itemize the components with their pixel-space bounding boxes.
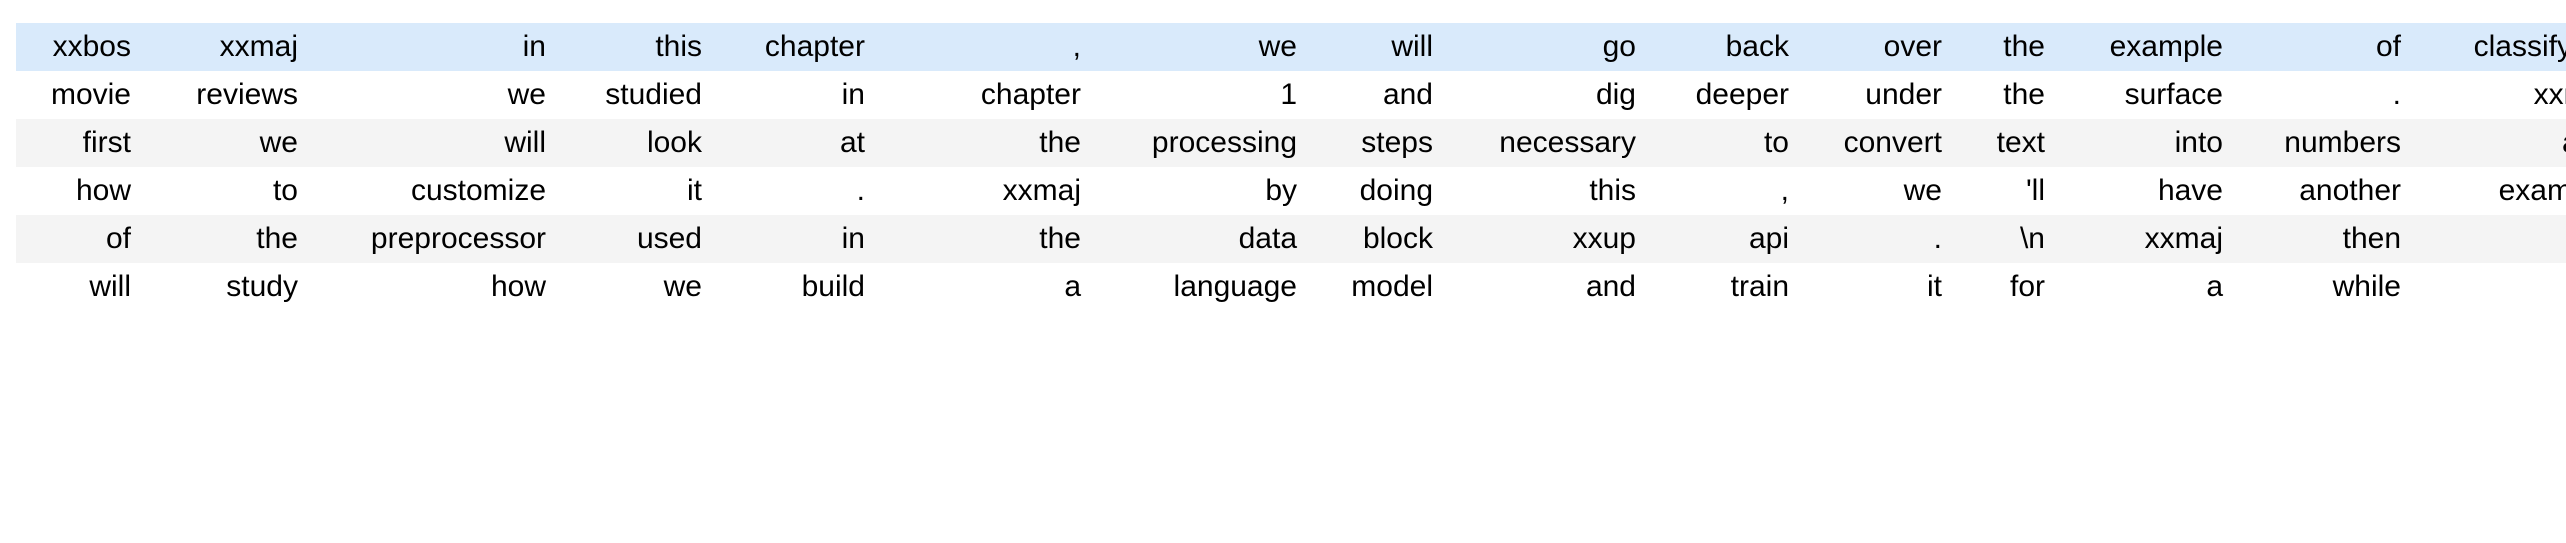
- table-cell: convert: [1808, 119, 1961, 167]
- table-cell: how: [16, 167, 150, 215]
- table-cell: necessary: [1452, 119, 1655, 167]
- table-row[interactable]: will study how we build a language model…: [16, 263, 2566, 311]
- table-cell: block: [1316, 215, 1452, 263]
- table-cell: 'll: [1961, 167, 2064, 215]
- table-cell: we: [150, 119, 317, 167]
- table-cell: it: [1808, 263, 1961, 311]
- table-cell: build: [721, 263, 884, 311]
- table-cell: xxup: [1452, 215, 1655, 263]
- table-cell: the: [150, 215, 317, 263]
- table-cell: will: [16, 263, 150, 311]
- table-cell: by: [1100, 167, 1316, 215]
- table-cell: a: [2064, 263, 2242, 311]
- table-cell: preprocessor: [317, 215, 565, 263]
- table-row[interactable]: first we will look at the processing ste…: [16, 119, 2566, 167]
- table-cell: classifying: [2420, 23, 2566, 71]
- table-cell: chapter: [721, 23, 884, 71]
- table-cell: customize: [317, 167, 565, 215]
- table-cell: xxmaj: [884, 167, 1100, 215]
- table-cell: 1: [1100, 71, 1316, 119]
- table-cell: numbers: [2242, 119, 2420, 167]
- table-cell: have: [2064, 167, 2242, 215]
- table-cell: dig: [1452, 71, 1655, 119]
- table-cell: this: [565, 23, 721, 71]
- table-cell: train: [1655, 263, 1808, 311]
- table-cell: in: [721, 71, 884, 119]
- table-row[interactable]: xxbos xxmaj in this chapter , we will go…: [16, 23, 2566, 71]
- table-cell: data: [1100, 215, 1316, 263]
- table-cell: processing: [1100, 119, 1316, 167]
- table-cell: api: [1655, 215, 1808, 263]
- table-cell: xxbos: [16, 23, 150, 71]
- table-cell: and: [1452, 263, 1655, 311]
- table-cell: steps: [1316, 119, 1452, 167]
- table-cell: model: [1316, 263, 1452, 311]
- table-cell: text: [1961, 119, 2064, 167]
- table-cell: .: [2242, 71, 2420, 119]
- table-cell: go: [1452, 23, 1655, 71]
- table-cell: xxmaj: [2420, 71, 2566, 119]
- table-cell: how: [317, 263, 565, 311]
- table-cell: for: [1961, 263, 2064, 311]
- table-cell: we: [317, 71, 565, 119]
- table-cell: we: [2420, 215, 2566, 263]
- table-cell: xxmaj: [150, 23, 317, 71]
- table-cell: ,: [884, 23, 1100, 71]
- table-cell: to: [150, 167, 317, 215]
- table-cell: deeper: [1655, 71, 1808, 119]
- table-cell: of: [16, 215, 150, 263]
- table-cell: \n: [1961, 215, 2064, 263]
- table-cell: the: [884, 215, 1100, 263]
- table-cell: another: [2242, 167, 2420, 215]
- table-cell: language: [1100, 263, 1316, 311]
- tokenized-text-table: xxbos xxmaj in this chapter , we will go…: [16, 23, 2566, 311]
- table-cell: will: [317, 119, 565, 167]
- table-cell: in: [721, 215, 884, 263]
- table-row[interactable]: how to customize it . xxmaj by doing thi…: [16, 167, 2566, 215]
- table-cell: and: [1316, 71, 1452, 119]
- table-cell: over: [1808, 23, 1961, 71]
- table-cell: example: [2420, 167, 2566, 215]
- table-cell: the: [884, 119, 1100, 167]
- table-cell: movie: [16, 71, 150, 119]
- table-cell: used: [565, 215, 721, 263]
- table-cell: xxmaj: [2064, 215, 2242, 263]
- table-cell: .: [2420, 263, 2566, 311]
- table-cell: then: [2242, 215, 2420, 263]
- table-cell: a: [884, 263, 1100, 311]
- table-cell: chapter: [884, 71, 1100, 119]
- table-cell: at: [721, 119, 884, 167]
- table-cell: we: [1100, 23, 1316, 71]
- table-cell: and: [2420, 119, 2566, 167]
- table-cell: studied: [565, 71, 721, 119]
- table-row[interactable]: movie reviews we studied in chapter 1 an…: [16, 71, 2566, 119]
- table-cell: .: [1808, 215, 1961, 263]
- table-cell: we: [1808, 167, 1961, 215]
- table-cell: surface: [2064, 71, 2242, 119]
- table-cell: it: [565, 167, 721, 215]
- table-cell: example: [2064, 23, 2242, 71]
- table-cell: look: [565, 119, 721, 167]
- table-cell: reviews: [150, 71, 317, 119]
- table-cell: study: [150, 263, 317, 311]
- table-cell: into: [2064, 119, 2242, 167]
- table-cell: we: [565, 263, 721, 311]
- table-cell: doing: [1316, 167, 1452, 215]
- table-cell: to: [1655, 119, 1808, 167]
- table-cell: back: [1655, 23, 1808, 71]
- table-cell: will: [1316, 23, 1452, 71]
- table-cell: this: [1452, 167, 1655, 215]
- table-cell: first: [16, 119, 150, 167]
- table-cell: ,: [1655, 167, 1808, 215]
- table-row[interactable]: of the preprocessor used in the data blo…: [16, 215, 2566, 263]
- table-cell: the: [1961, 23, 2064, 71]
- table-body: xxbos xxmaj in this chapter , we will go…: [16, 23, 2566, 311]
- table-cell: of: [2242, 23, 2420, 71]
- table-cell: while: [2242, 263, 2420, 311]
- table-cell: under: [1808, 71, 1961, 119]
- table-cell: .: [721, 167, 884, 215]
- table-cell: the: [1961, 71, 2064, 119]
- table-cell: in: [317, 23, 565, 71]
